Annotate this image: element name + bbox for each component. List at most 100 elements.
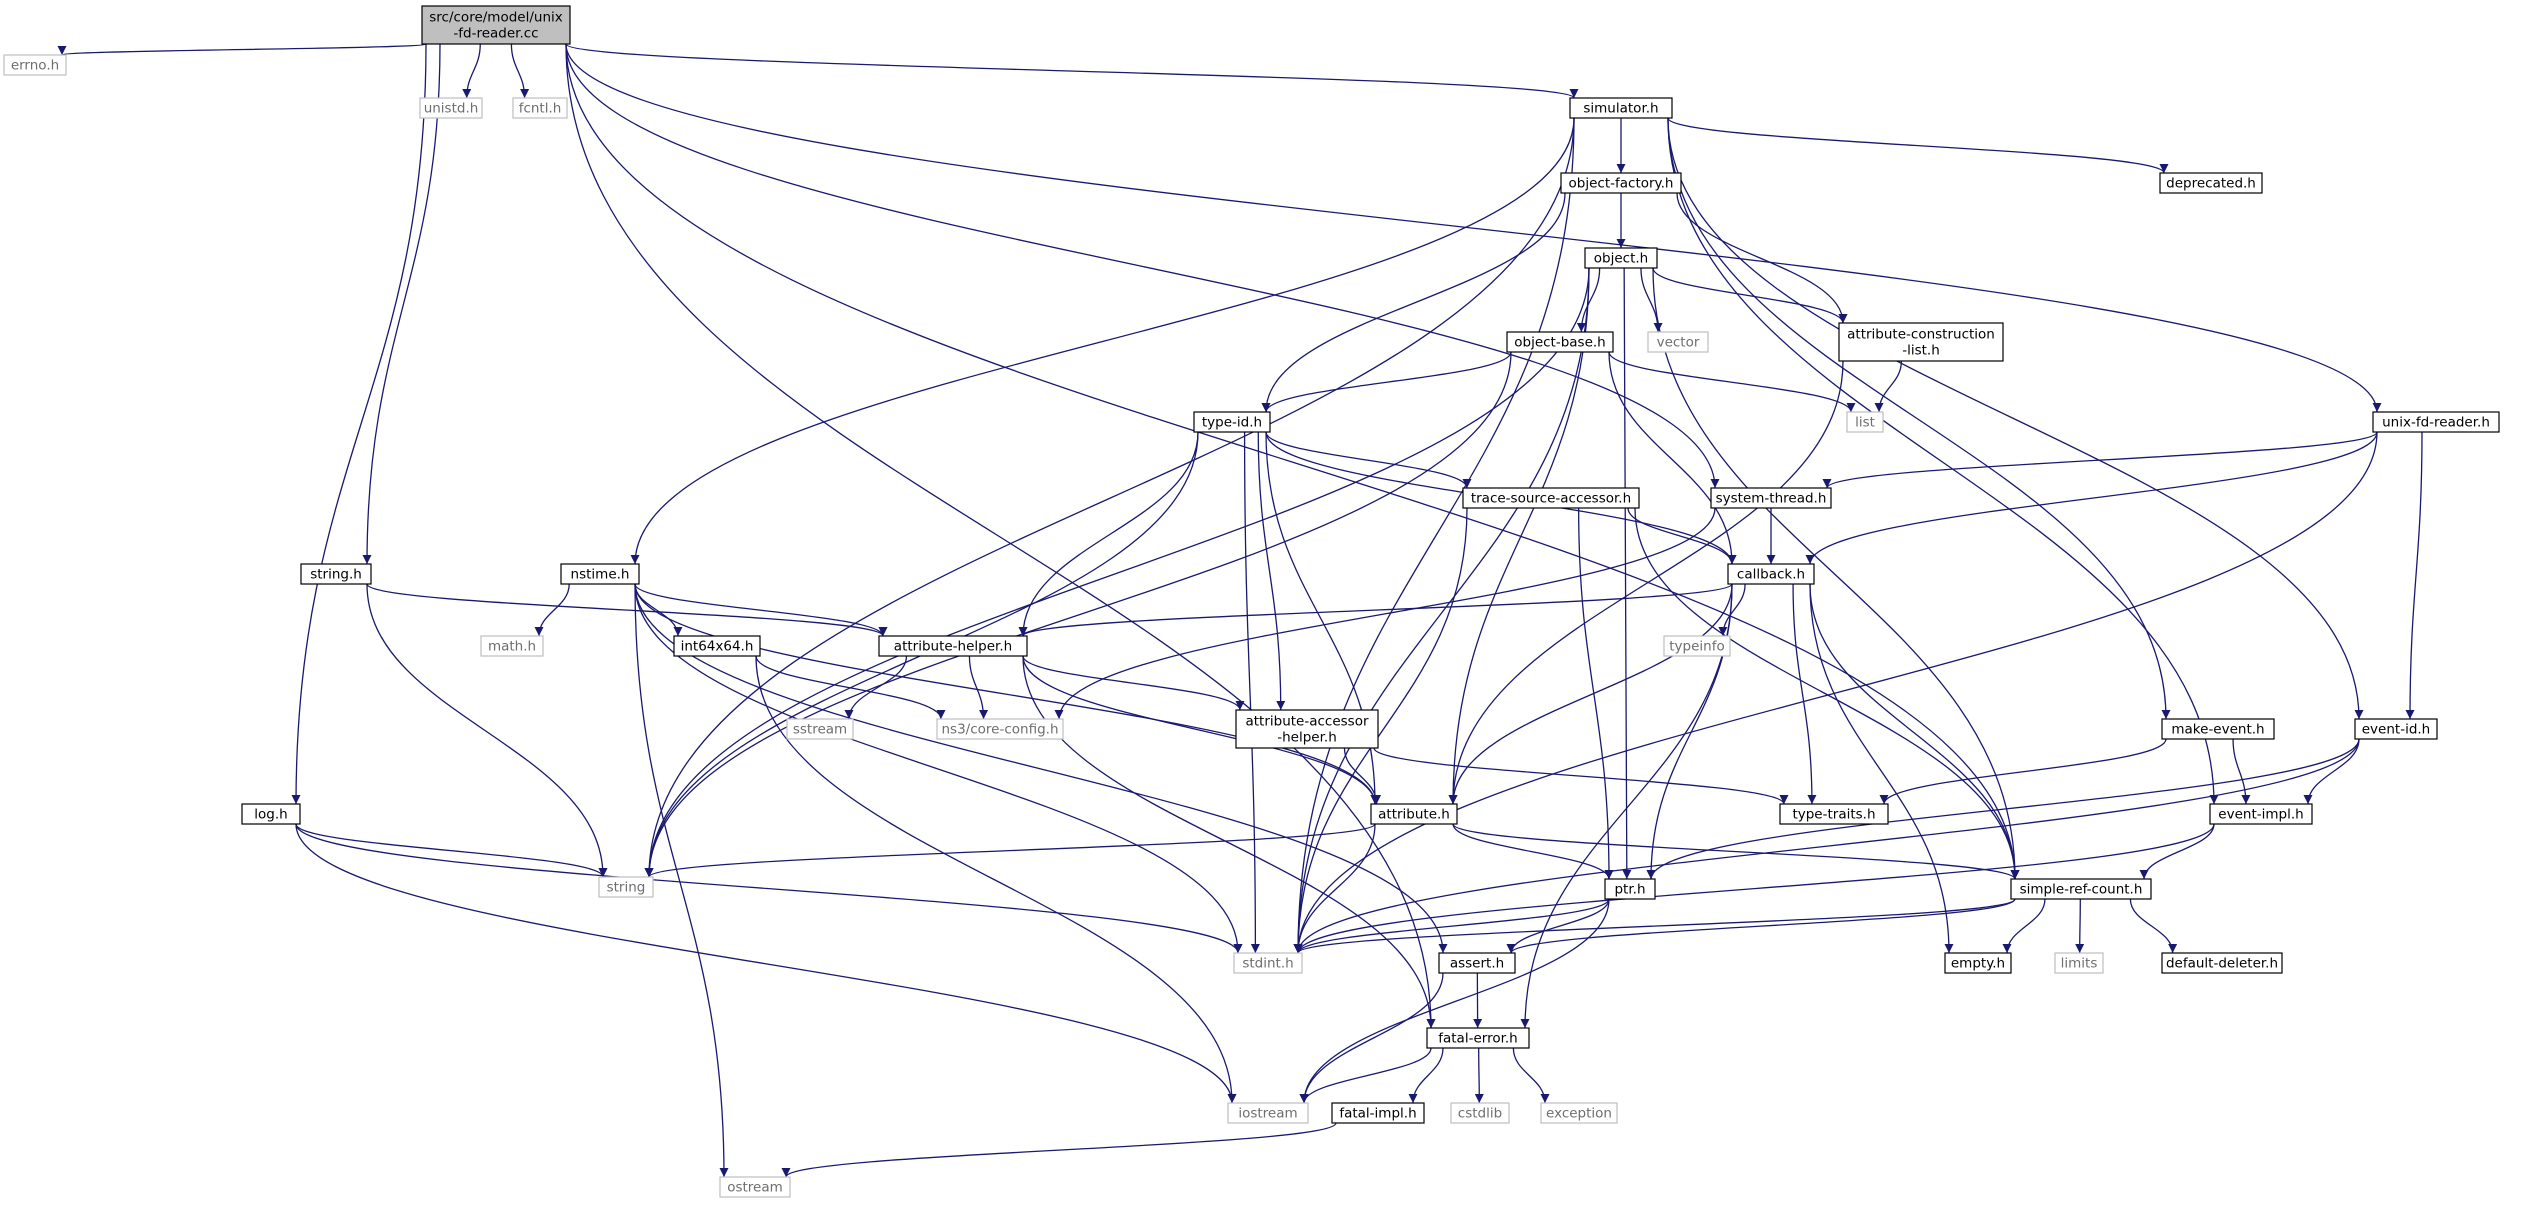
- node-simplerefcount[interactable]: simple-ref-count.h: [2010, 878, 2152, 900]
- node-label: log.h: [254, 807, 287, 823]
- node-mathh[interactable]: math.h: [480, 635, 544, 657]
- edge-objbase-to-string: [644, 351, 1512, 878]
- node-label: type-traits.h: [1792, 807, 1875, 823]
- node-root[interactable]: src/core/model/unix-fd-reader.cc: [421, 5, 571, 45]
- node-systhread[interactable]: system-thread.h: [1710, 487, 1832, 509]
- node-string[interactable]: string: [598, 876, 654, 898]
- node-int64[interactable]: int64x64.h: [673, 635, 761, 657]
- node-box: [1584, 247, 1658, 269]
- edge-callback-to-empty: [1809, 583, 1954, 954]
- node-label: object.h: [1594, 251, 1648, 267]
- node-coreconfig[interactable]: ns3/core-config.h: [936, 718, 1064, 740]
- node-tracesrc[interactable]: trace-source-accessor.h: [1462, 487, 1640, 509]
- node-label: simulator.h: [1583, 101, 1658, 117]
- edge-makeevent-to-typetraits: [1879, 738, 2167, 805]
- node-box: [1838, 322, 2004, 362]
- node-cstdlib[interactable]: cstdlib: [1450, 1102, 1510, 1124]
- node-label: system-thread.h: [1716, 491, 1827, 507]
- node-box: [1647, 331, 1709, 353]
- node-list[interactable]: list: [1846, 411, 1884, 433]
- edge-nstime-to-ostream: [634, 583, 729, 1178]
- node-eventimpl[interactable]: event-impl.h: [2209, 803, 2313, 825]
- edge-simulator-to-nstime: [630, 117, 1575, 565]
- node-label: sstream: [793, 722, 847, 738]
- node-box: [2161, 952, 2283, 974]
- edge-objbase-to-callback: [1608, 351, 1737, 565]
- node-attribute[interactable]: attribute.h: [1370, 803, 1458, 825]
- edge-callback-to-ptr: [1646, 583, 1733, 880]
- node-label: unistd.h: [424, 101, 479, 117]
- node-typeid[interactable]: type-id.h: [1193, 411, 1271, 433]
- edge-attrhelper-to-coreconfig: [968, 655, 989, 720]
- node-ostream[interactable]: ostream: [719, 1176, 791, 1198]
- node-attraccessor[interactable]: attribute-accessor-helper.h: [1235, 709, 1379, 749]
- node-label: trace-source-accessor.h: [1471, 491, 1631, 507]
- edge-callback-to-simplerefcount: [1809, 583, 2020, 880]
- edge-ptr-to-iostream: [1299, 898, 1610, 1104]
- node-box: [1426, 1027, 1530, 1049]
- edge-attrhelper-to-sstream: [844, 655, 908, 720]
- node-label: make-event.h: [2171, 722, 2264, 738]
- node-attrhelper[interactable]: attribute-helper.h: [878, 635, 1028, 657]
- node-label: ostream: [727, 1180, 783, 1196]
- node-fcntl[interactable]: fcntl.h: [512, 97, 568, 119]
- node-objbase[interactable]: object-base.h: [1506, 331, 1614, 353]
- node-label: attribute.h: [1378, 807, 1450, 823]
- edge-ptr-to-stdint: [1293, 898, 1610, 954]
- node-sstream[interactable]: sstream: [786, 718, 854, 740]
- node-box: [3, 54, 67, 76]
- edge-nstime-to-attribute: [634, 583, 1380, 805]
- node-fatalimpl[interactable]: fatal-impl.h: [1331, 1102, 1425, 1124]
- node-box: [1438, 952, 1516, 974]
- node-label: attribute-accessor: [1245, 714, 1369, 730]
- edge-attraccessor-to-attribute: [1343, 747, 1382, 805]
- node-vector[interactable]: vector: [1647, 331, 1709, 353]
- edge-attraccessor-to-typetraits: [1373, 747, 1789, 805]
- node-defdeleter[interactable]: default-deleter.h: [2161, 952, 2283, 974]
- node-attrconst[interactable]: attribute-construction-list.h: [1838, 322, 2004, 362]
- node-logh[interactable]: log.h: [241, 803, 301, 825]
- edge-root-to-simplerefcount: [565, 43, 2020, 880]
- node-empty[interactable]: empty.h: [1944, 952, 2012, 974]
- edge-objfactory-to-attrconst: [1676, 192, 1848, 324]
- node-deprecated[interactable]: deprecated.h: [2159, 172, 2263, 194]
- node-ptr[interactable]: ptr.h: [1604, 878, 1656, 900]
- node-typeinfo[interactable]: typeinfo: [1663, 635, 1731, 657]
- node-box: [1710, 487, 1832, 509]
- node-unistd[interactable]: unistd.h: [419, 97, 483, 119]
- node-box: [1779, 803, 1889, 825]
- node-stringh[interactable]: string.h: [300, 563, 372, 585]
- node-stdint[interactable]: stdint.h: [1233, 952, 1303, 974]
- edge-callback-to-attribute: [1448, 583, 1733, 805]
- node-label: fatal-impl.h: [1339, 1106, 1416, 1122]
- node-label: event-id.h: [2362, 722, 2431, 738]
- node-unixfd[interactable]: unix-fd-reader.h: [2372, 411, 2500, 433]
- node-object[interactable]: object.h: [1584, 247, 1658, 269]
- edge-eventid-to-eventimpl: [2303, 738, 2360, 805]
- node-fatalerror[interactable]: fatal-error.h: [1426, 1027, 1530, 1049]
- node-errno[interactable]: errno.h: [3, 54, 67, 76]
- node-label: src/core/model/unix: [429, 10, 562, 26]
- node-simulator[interactable]: simulator.h: [1569, 97, 1673, 119]
- edge-root-to-errno: [58, 43, 427, 56]
- node-label: simple-ref-count.h: [2020, 882, 2143, 898]
- node-box: [2159, 172, 2263, 194]
- node-limits[interactable]: limits: [2054, 952, 2104, 974]
- node-eventid[interactable]: event-id.h: [2354, 718, 2438, 740]
- node-label: attribute-construction: [1847, 327, 1995, 343]
- node-box: [936, 718, 1064, 740]
- edge-unixfd-to-systhread: [1822, 431, 2378, 489]
- node-box: [1227, 1102, 1309, 1124]
- node-nstime[interactable]: nstime.h: [560, 563, 640, 585]
- node-callback[interactable]: callback.h: [1727, 563, 1815, 585]
- node-typetraits[interactable]: type-traits.h: [1779, 803, 1889, 825]
- edge-eventimpl-to-simplerefcount: [2139, 823, 2215, 880]
- node-exception[interactable]: exception: [1540, 1102, 1618, 1124]
- node-label: assert.h: [1450, 956, 1504, 972]
- node-makeevent[interactable]: make-event.h: [2161, 718, 2275, 740]
- edge-attrconst-to-list: [1874, 360, 1903, 413]
- edge-unixfd-to-callback: [1805, 431, 2378, 565]
- node-iostream[interactable]: iostream: [1227, 1102, 1309, 1124]
- node-objfactory[interactable]: object-factory.h: [1560, 172, 1682, 194]
- node-assert[interactable]: assert.h: [1438, 952, 1516, 974]
